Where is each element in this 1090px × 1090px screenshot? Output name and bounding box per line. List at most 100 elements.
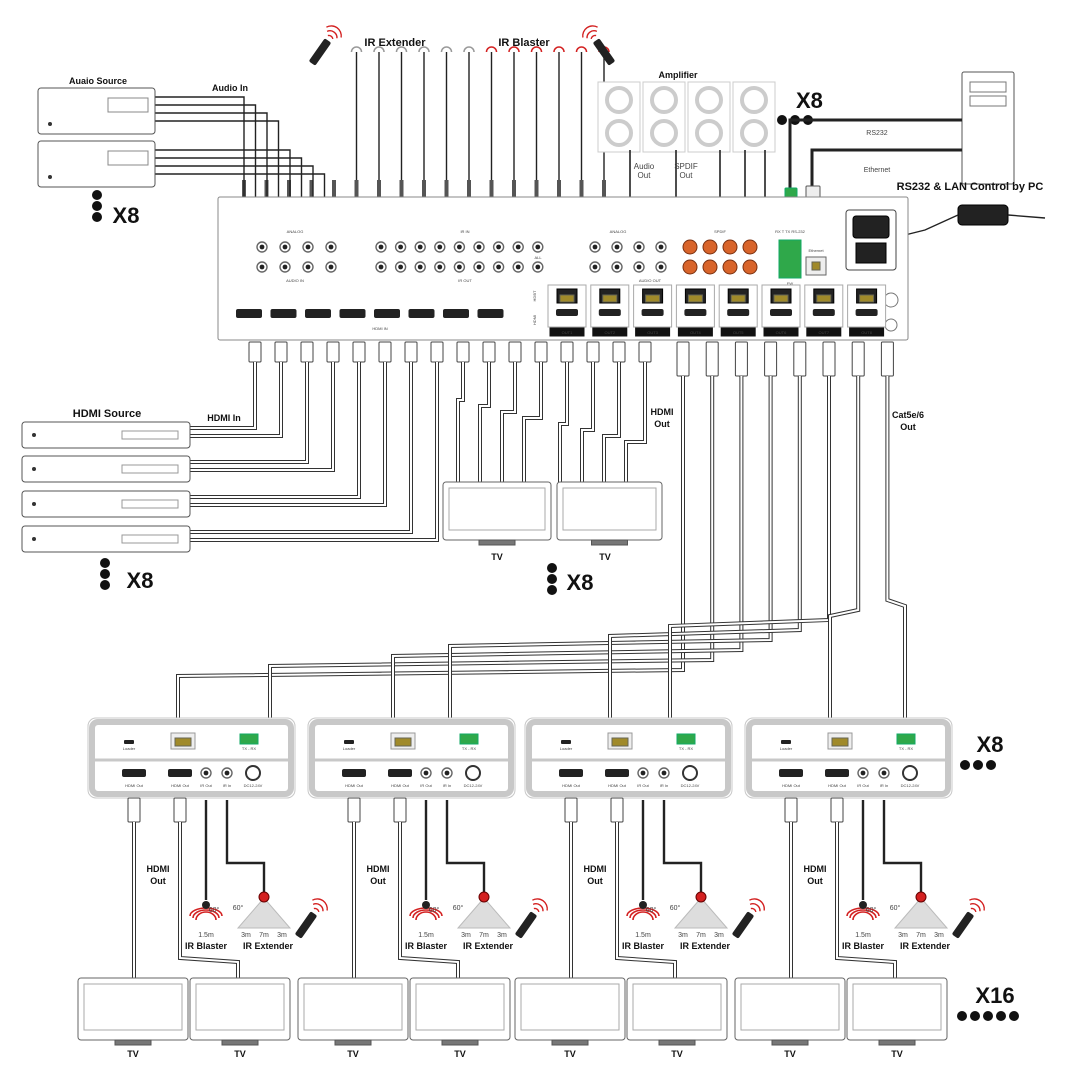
ir-wave xyxy=(582,25,598,38)
hdmi-out-label: Out xyxy=(370,876,386,886)
hdmi-in-port xyxy=(270,309,297,318)
ir-blaster-icon xyxy=(412,909,440,919)
jack-hole xyxy=(860,770,866,776)
ir-blaster-label: IR Blaster xyxy=(405,941,448,951)
ir-wave xyxy=(590,34,597,40)
cat-cable xyxy=(828,376,861,718)
audio-source-more-dot xyxy=(92,190,102,200)
jack-hole xyxy=(614,264,620,270)
hdmi-source-more-dot xyxy=(100,558,110,568)
blaster-angle-label: 60° xyxy=(209,906,220,914)
jack-hole xyxy=(496,264,501,270)
ir-wave xyxy=(326,30,338,39)
out-label-bg xyxy=(806,327,842,337)
hdmi-out-cable-inner xyxy=(501,362,516,482)
blaster-range-label: 1.5m xyxy=(635,932,651,939)
hdmi-out-label: HDMI xyxy=(147,864,170,874)
rj45-plug xyxy=(793,341,807,377)
hdmi-out-label: HDMI Out xyxy=(562,783,581,788)
receiver-frame xyxy=(89,719,294,797)
audio-jack-plug xyxy=(489,180,494,198)
hdmi-out-label: HDMI xyxy=(584,864,607,874)
hdmi-plug xyxy=(638,341,652,363)
audio-jack-plug xyxy=(444,180,449,198)
hdmi-source-more-dot xyxy=(100,569,110,579)
cat-cable-inner xyxy=(829,376,860,718)
hdmi-out-label: HDMI xyxy=(804,864,827,874)
tv-stand xyxy=(551,1039,589,1046)
hdmi-tv-cable xyxy=(835,822,897,978)
audio-jack-plug xyxy=(309,180,314,198)
pc-drive xyxy=(969,81,1007,93)
hdmi-in-cable-inner xyxy=(190,362,282,437)
spdif-port xyxy=(722,239,738,255)
hdmi-in-port xyxy=(408,309,435,318)
hdmi-in-cable-inner xyxy=(190,362,360,498)
local-tv-more-dot xyxy=(547,563,557,573)
jack-hole xyxy=(535,244,541,250)
panel-audio-out-label: AUDIO OUT xyxy=(639,278,662,283)
ground-symbol xyxy=(884,318,898,332)
tv-label: TV xyxy=(454,1049,466,1059)
local-tv-multiplier: X8 xyxy=(567,570,594,595)
ir-extender-beam xyxy=(893,897,949,929)
micro-usb-port xyxy=(124,740,134,744)
ir-extender-icon xyxy=(395,46,408,53)
jack-hole xyxy=(457,264,462,270)
tv-panel xyxy=(632,983,722,1031)
hdmi-source-slot xyxy=(121,430,179,440)
out-label-bg xyxy=(677,327,713,337)
tv-stand xyxy=(878,1039,916,1046)
hdmi-plug xyxy=(508,341,522,363)
hdmi-out-cable-inner xyxy=(479,362,490,482)
audio-jack-plug xyxy=(377,180,381,198)
hdmi-plug xyxy=(393,797,407,823)
audio-jack-plug xyxy=(534,180,539,198)
blaster-angle-label: 60° xyxy=(646,906,657,914)
remote-icon xyxy=(295,898,328,938)
cat-cable-inner xyxy=(269,376,714,718)
audio-jack-plug xyxy=(354,180,359,198)
audio-in-label: Audio In xyxy=(212,83,248,93)
ir-blaster-head xyxy=(859,901,867,909)
audio-source-multiplier: X8 xyxy=(113,203,140,228)
bottom-tv-more-dot xyxy=(996,1011,1006,1021)
hdmi-out-label: Out xyxy=(807,876,823,886)
jack-hole xyxy=(398,244,403,250)
audio-in-cable xyxy=(155,104,257,200)
usb-label: Loader xyxy=(123,746,136,751)
hdmi-source-label: HDMI Source xyxy=(73,408,141,420)
extender-range-label: 3m xyxy=(241,932,251,939)
remote-body xyxy=(515,912,537,938)
tv-label: TV xyxy=(891,1049,903,1059)
tv-label: TV xyxy=(599,552,611,562)
ir-out-label: IR Out xyxy=(200,783,212,788)
amplifier-multiplier: X8 xyxy=(796,88,823,113)
output-label-3: OUT3 xyxy=(647,330,658,335)
ir-extender-beam xyxy=(456,897,512,929)
extender-angle-label: 60° xyxy=(453,904,464,912)
hdmi-out-cable-inner xyxy=(581,362,594,482)
ir-blaster-label: IR Blaster xyxy=(185,941,228,951)
ir-extender-cable xyxy=(882,800,923,895)
extender-range-label: 7m xyxy=(916,932,926,939)
hdmi-out-label: HDMI Out xyxy=(391,783,410,788)
speaker-cone xyxy=(605,119,633,147)
ir-wave xyxy=(749,903,761,912)
jack-hole xyxy=(417,264,423,270)
dc-power-jack xyxy=(245,765,261,781)
power-led xyxy=(48,122,52,126)
cat-cable xyxy=(391,376,744,718)
audio-in-cable xyxy=(155,173,326,200)
hdmi-plug xyxy=(300,341,314,363)
tv-panel xyxy=(415,983,505,1031)
ir-extender-icon xyxy=(463,46,475,53)
cat-cable-inner xyxy=(886,376,906,718)
hdmi-out-port xyxy=(825,769,849,777)
output-label-5: OUT5 xyxy=(733,330,744,335)
jack-hole xyxy=(457,244,462,250)
local-tv-more-dot xyxy=(547,574,557,584)
output-label-6: OUT6 xyxy=(776,330,787,335)
tv-stand xyxy=(658,1039,696,1046)
power-cord xyxy=(904,214,959,236)
